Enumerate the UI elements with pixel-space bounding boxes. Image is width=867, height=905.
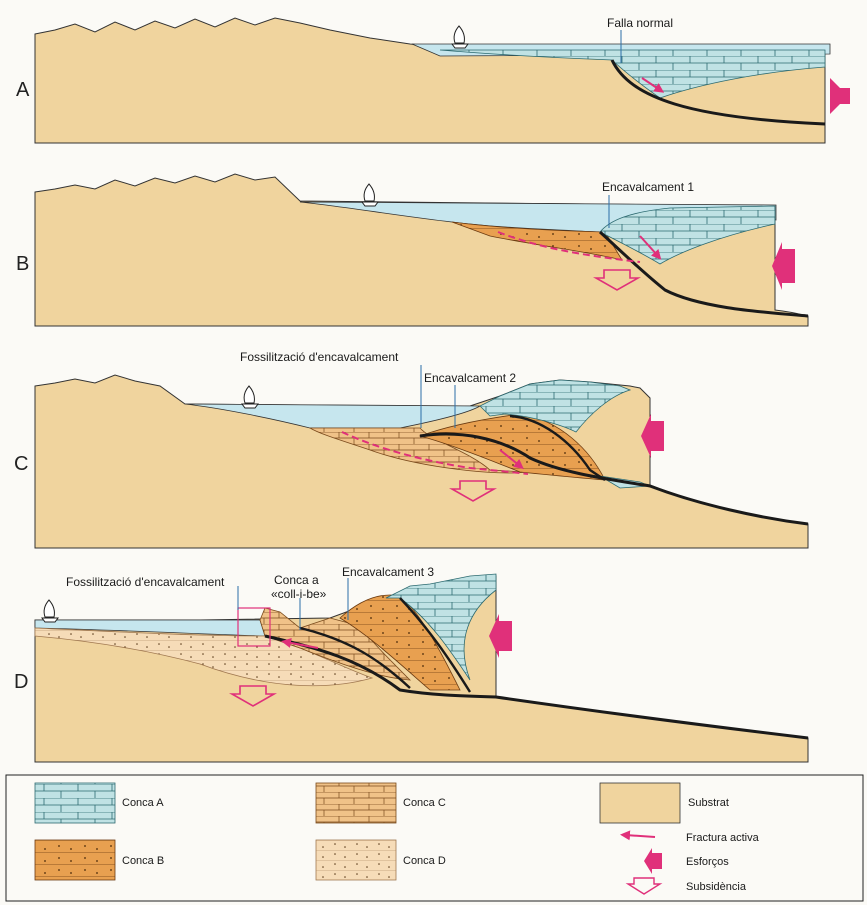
legend-subsidence-icon [625, 877, 663, 895]
stage-letter-c: C [14, 453, 28, 475]
basin-c-sediment-c [308, 427, 526, 474]
stage-letter-d: D [14, 671, 28, 693]
legend-swatch-basin-c [315, 782, 397, 824]
stage-a: Falla normal A [16, 16, 850, 144]
legend-label-basin-b: Conca B [122, 855, 164, 867]
basin-a-sediment-b [599, 205, 776, 265]
legend-swatch-basin-a [34, 782, 116, 824]
active-fault-dashed-c [341, 431, 529, 475]
active-fault-arrow-d [281, 638, 319, 649]
label-fossil-c: Fossilització d'encavalcament [240, 350, 399, 364]
legend: Conca A Conca B Conca C Conca D Substrat… [5, 774, 864, 902]
active-fault-arrow-c [499, 449, 524, 470]
stress-arrow-b [772, 242, 795, 290]
label-normal-fault: Falla normal [607, 16, 673, 30]
subsidence-arrow-b [592, 269, 642, 291]
legend-stress-icon [644, 848, 662, 874]
active-fault-arrow-a [641, 77, 665, 93]
stage-letter-b: B [16, 253, 29, 275]
sailboat-b [361, 183, 379, 207]
stage-b: Encavalcament 1 B [16, 173, 809, 327]
legend-label-basin-a: Conca A [122, 797, 164, 809]
label-thrust-3: Encavalcament 3 [342, 565, 434, 579]
basin-b-sediment-d [339, 594, 461, 691]
stage-c: Fossilització d'encavalcament Encavalcam… [14, 350, 809, 549]
label-thrust-1: Encavalcament 1 [602, 180, 694, 194]
label-fossil-d: Fossilització d'encavalcament [66, 575, 225, 589]
active-fault-arrow-b [639, 235, 662, 260]
legend-label-basin-c: Conca C [403, 797, 446, 809]
thrust-1-fault-c [509, 414, 606, 481]
fossilization-box-d [237, 607, 271, 647]
stress-arrow-c [641, 414, 664, 458]
active-fault-dashed-b [497, 231, 641, 263]
legend-label-stress: Esforços [686, 856, 729, 868]
label-thrust-2: Encavalcament 2 [424, 371, 516, 385]
basin-a-sediment [439, 49, 826, 99]
legend-label-subsidence: Subsidència [686, 881, 747, 893]
stress-arrow-d [489, 614, 512, 658]
sailboat-a [451, 25, 469, 49]
legend-label-substrate: Substrat [688, 797, 729, 809]
basin-a-sediment-c [479, 379, 632, 433]
stage-letter-a: A [16, 79, 30, 101]
thrust-2-fault-c [419, 432, 809, 526]
legend-label-active-fault: Fractura activa [686, 832, 760, 844]
thrust-fault-b [598, 230, 809, 318]
legend-active-fault-icon [620, 830, 656, 841]
normal-fault-a [610, 59, 826, 126]
basin-d-sediment-d [34, 627, 374, 687]
sailboat-d [41, 599, 59, 623]
subsidence-arrow-c [448, 480, 498, 502]
basin-a-sediment-d [385, 573, 497, 681]
stress-arrow-a [830, 78, 850, 114]
label-piggyback-1: Conca a [274, 573, 319, 587]
thrust-3-fault-d [264, 634, 809, 740]
substrate-b [34, 173, 809, 327]
legend-swatch-basin-b [34, 839, 116, 881]
legend-swatch-substrate [599, 782, 681, 824]
thrust-2-fault-d [299, 626, 411, 689]
legend-label-basin-d: Conca D [403, 855, 446, 867]
legend-swatch-basin-d [315, 839, 397, 881]
legend-frame [5, 774, 864, 902]
stage-d: Fossilització d'encavalcament Conca a «c… [14, 565, 809, 763]
label-piggyback-2: «coll-i-be» [271, 587, 327, 601]
thrust-1-fault-d [399, 597, 472, 693]
sailboat-c [241, 385, 259, 409]
subsidence-arrow-d [228, 685, 278, 707]
